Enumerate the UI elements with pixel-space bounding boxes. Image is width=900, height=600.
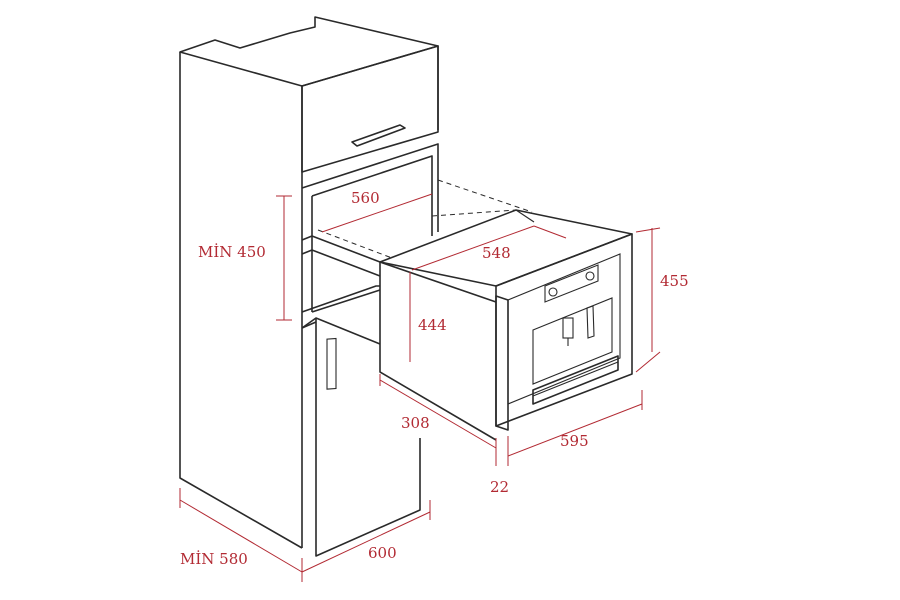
lower-door-top	[301, 317, 381, 345]
drip-tray-edge	[532, 361, 619, 397]
cabinet-left-side	[179, 52, 303, 549]
lower-door-edge	[301, 321, 317, 329]
dimension-labels: MİN 450 560 548 444 455 308 595 22 MİN 5…	[180, 189, 689, 568]
coffee-spout-icon	[562, 317, 574, 339]
dim-line-560	[321, 193, 433, 233]
steam-wand-icon	[586, 305, 595, 339]
cabinet-top	[179, 16, 439, 87]
projection-top	[437, 179, 533, 213]
label-595: 595	[560, 432, 589, 450]
label-min580: MİN 580	[180, 550, 248, 568]
appliance-left-side	[379, 262, 497, 441]
cabinet-niche	[301, 143, 439, 313]
niche-bottom-inner	[311, 289, 381, 313]
upper-drawer-front	[301, 45, 439, 173]
front-panel-inner	[507, 253, 621, 405]
niche-shelf-lower	[301, 249, 381, 277]
niche-inner-frame	[311, 155, 433, 236]
appliance-side-top	[379, 261, 497, 303]
label-444: 444	[418, 316, 447, 334]
drip-tray	[532, 355, 619, 405]
label-600: 600	[368, 544, 397, 562]
label-22: 22	[490, 478, 509, 496]
label-455: 455	[660, 272, 689, 290]
projection-lines	[317, 179, 533, 259]
lower-door-panel	[315, 318, 421, 557]
niche-shelf-upper	[301, 235, 381, 263]
dim-line-308	[379, 379, 497, 449]
front-panel-thickness	[495, 295, 509, 431]
lower-door-handle	[326, 337, 337, 390]
niche-bottom-front	[301, 285, 380, 313]
upper-drawer-handle	[351, 124, 406, 147]
control-panel	[544, 264, 599, 303]
appliance-top-back	[515, 209, 535, 223]
dim-line-600	[301, 511, 431, 573]
label-548: 548	[482, 244, 511, 262]
upper-drawer	[301, 45, 439, 173]
knob-left-icon	[548, 287, 558, 297]
niche-top-frame	[301, 143, 439, 232]
lower-door	[301, 317, 421, 557]
appliance-front	[495, 233, 633, 431]
coffee-niche	[532, 297, 613, 385]
label-560: 560	[351, 189, 380, 207]
dimension-lines	[179, 193, 661, 582]
label-308: 308	[401, 414, 430, 432]
dim-line-min580	[179, 499, 303, 573]
tall-cabinet	[179, 16, 439, 549]
projection-left	[317, 229, 393, 259]
dim-line-595	[507, 403, 643, 457]
dim-line-548	[411, 225, 535, 271]
label-min450: MİN 450	[198, 243, 266, 261]
knob-right-icon	[585, 271, 595, 281]
